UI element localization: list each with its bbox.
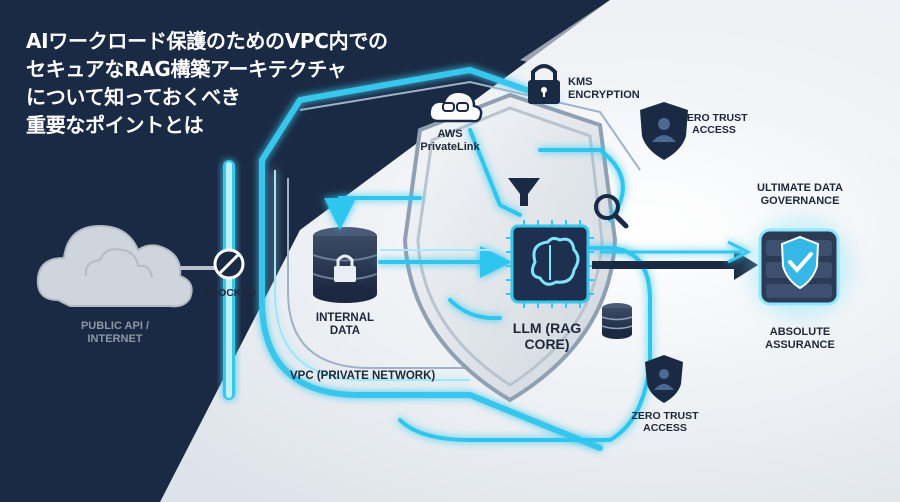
page-title: AIワークロード保護のためのVPC内での セキュアなRAG構築アーキテクチャ に… bbox=[26, 27, 456, 139]
blocked-icon bbox=[213, 248, 245, 280]
database-lock-icon bbox=[312, 227, 378, 303]
title-line: AIワークロード保護のためのVPC内での bbox=[26, 29, 388, 53]
title-line: セキュアなRAG構築アーキテクチャ bbox=[26, 57, 347, 81]
padlock-icon bbox=[528, 64, 560, 104]
title-line: について知っておくべき bbox=[26, 85, 241, 109]
kms-encryption-label: KMS ENCRYPTION bbox=[568, 76, 640, 101]
vpc-label: VPC (PRIVATE NETWORK) bbox=[290, 370, 436, 382]
governance-label: ULTIMATE DATA GOVERNANCE bbox=[757, 182, 843, 207]
user-shield-icon-top bbox=[640, 102, 688, 160]
title-line: 重要なポイントとは bbox=[26, 113, 204, 137]
vpc-boundary bbox=[259, 66, 603, 451]
cloud-icon bbox=[36, 224, 193, 308]
user-shield-icon-bottom bbox=[645, 355, 683, 403]
privatelink-icon bbox=[428, 90, 483, 123]
navy-panel bbox=[0, 0, 610, 502]
funnel-icon bbox=[508, 178, 540, 206]
zero-trust-label-top: ZERO TRUST ACCESS bbox=[680, 112, 748, 137]
aws-privatelink-label: AWS PrivateLink bbox=[420, 128, 480, 153]
zero-trust-label-bottom: ZERO TRUST ACCESS bbox=[631, 410, 699, 435]
blocked-label: BLOCKED bbox=[204, 287, 256, 299]
brain-chip-icon bbox=[506, 220, 594, 308]
assurance-label: ABSOLUTE ASSURANCE bbox=[765, 326, 835, 351]
public-api-label: PUBLIC API / INTERNET bbox=[80, 320, 150, 345]
magnifier-icon bbox=[594, 194, 629, 229]
internal-data-label: INTERNAL DATA bbox=[315, 312, 375, 338]
database-icon bbox=[601, 303, 633, 339]
llm-core-label: LLM (RAG CORE) bbox=[512, 320, 582, 353]
check-shield-server-icon bbox=[748, 216, 852, 320]
